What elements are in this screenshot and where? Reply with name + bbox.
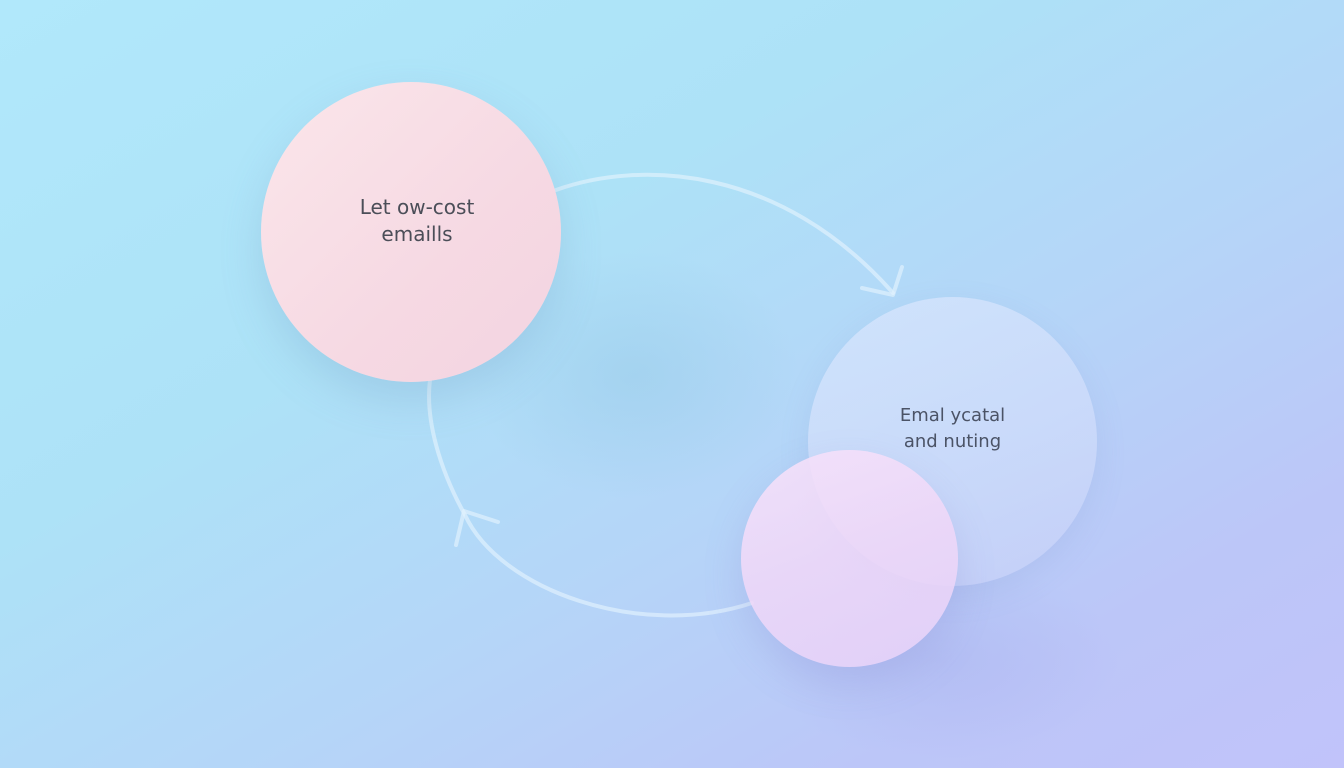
node-small-circle [741, 450, 958, 667]
connector-small-to-left [427, 378, 754, 618]
node-left-circle: Let ow-cost emaills [261, 82, 561, 382]
connector-left-to-right [554, 172, 895, 295]
node-left-label-line-2: emaills [381, 222, 453, 246]
node-right-label-line-2: and nuting [903, 430, 1002, 452]
arrow-head-icon [860, 265, 904, 297]
node-right-label-line-1: Emal ycatal [899, 404, 1006, 426]
arrow-head-icon [454, 509, 500, 547]
node-left-label-line-1: Let ow-cost [359, 195, 475, 219]
node-left-label: Let ow-cost emaills [360, 194, 475, 248]
node-right-label: Emal ycatal and nuting [900, 403, 1005, 455]
